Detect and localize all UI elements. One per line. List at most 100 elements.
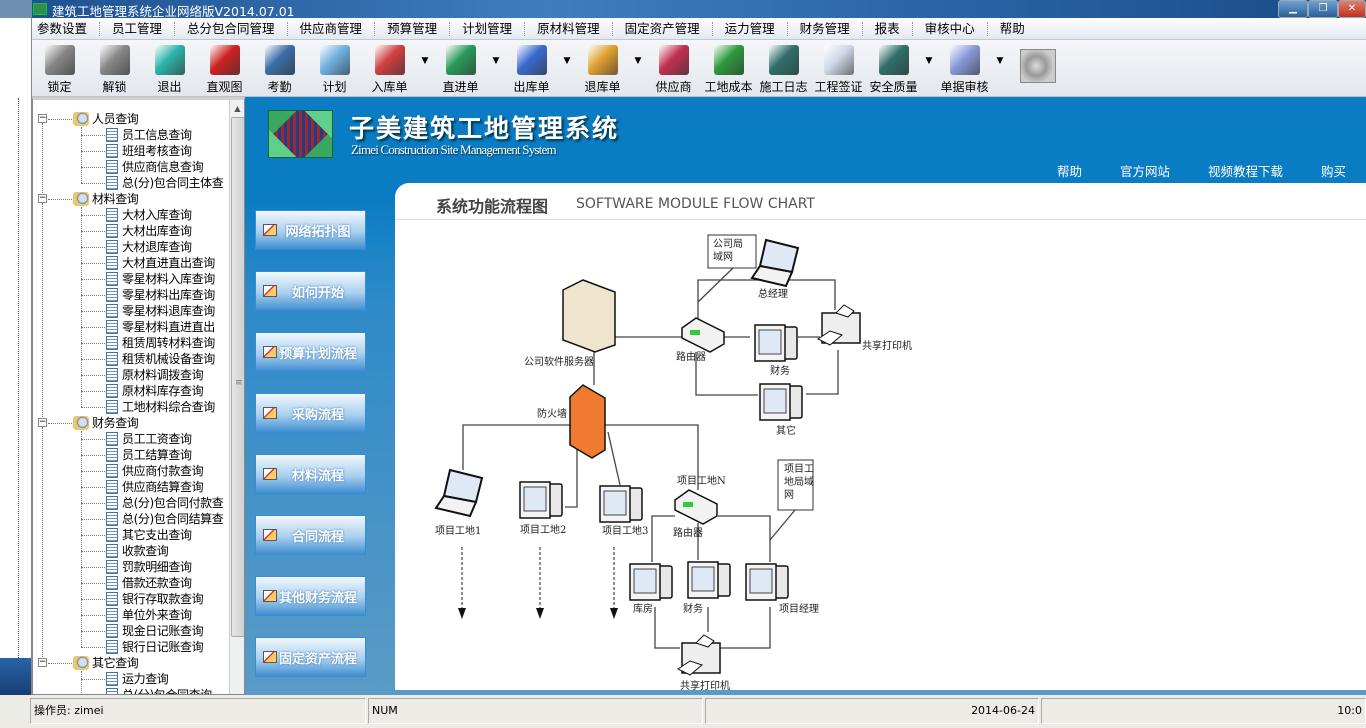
flow-button-5[interactable]: 合同流程 — [255, 515, 366, 555]
flow-button-7[interactable]: 固定资产流程 — [255, 637, 366, 677]
dropdown-arrow-icon[interactable]: ▼ — [421, 56, 429, 66]
tree-scrollbar[interactable]: ▲ ≡ — [229, 100, 244, 694]
dropdown-arrow-icon[interactable]: ▼ — [925, 56, 933, 66]
tree-item[interactable]: 单位外来查询 — [122, 608, 192, 622]
menu-item[interactable]: 审核中心 — [913, 21, 988, 36]
diagram-label: 项目经理 — [779, 602, 819, 615]
tree-item[interactable]: 收款查询 — [122, 544, 169, 558]
scroll-thumb[interactable]: ≡ — [231, 117, 244, 637]
tree-item[interactable]: 其它支出查询 — [122, 528, 192, 542]
header-link[interactable]: 官方网站 — [1119, 164, 1170, 179]
tree-item[interactable]: 大材出库查询 — [122, 224, 192, 238]
close-button[interactable]: ✕ — [1338, 0, 1366, 18]
tree-item[interactable]: 运力查询 — [122, 672, 169, 686]
tree-item[interactable]: 零星材料退库查询 — [122, 304, 215, 318]
menu-item[interactable]: 帮助 — [999, 20, 1025, 36]
scroll-up-button[interactable]: ▲ — [234, 104, 241, 113]
menu-item[interactable]: 原材料管理 — [525, 21, 613, 36]
dropdown-arrow-icon[interactable]: ▼ — [563, 56, 571, 66]
tree-item[interactable]: 总(分)包合同结算查 — [122, 512, 224, 526]
toolbar-button-14[interactable]: 安全质量 — [866, 40, 921, 97]
tree-item[interactable]: 总(分)包合同查询 — [122, 688, 212, 695]
toolbar-button-6[interactable]: 入库单 — [362, 40, 417, 97]
menu-item[interactable]: 参数设置 — [32, 21, 101, 36]
tree-line — [81, 583, 105, 584]
tree-item[interactable]: 原材料库存查询 — [122, 384, 204, 398]
tree-item[interactable]: 零星材料直进直出 — [122, 320, 215, 334]
toolbar-button-13[interactable]: 工程签证 — [811, 40, 866, 97]
tree-item[interactable]: 大材入库查询 — [122, 208, 192, 222]
toolbar-button-5[interactable]: 计划 — [307, 40, 362, 97]
flow-button-0[interactable]: 网络拓扑图 — [255, 210, 366, 250]
tree-group-2[interactable]: 财务查询 — [92, 416, 139, 430]
dropdown-arrow-icon[interactable]: ▼ — [492, 56, 500, 66]
toolbar-button-7[interactable]: 直进单 — [433, 40, 488, 97]
menu-item[interactable]: 预算管理 — [375, 21, 451, 36]
tree-group-0[interactable]: 人员查询 — [92, 112, 139, 126]
header-link[interactable]: 购买 — [1320, 164, 1346, 179]
toolbar-button-1[interactable]: 解锁 — [87, 40, 142, 97]
tree-item[interactable]: 借款还款查询 — [122, 576, 192, 590]
speaker-icon[interactable] — [1020, 49, 1056, 83]
dropdown-arrow-icon[interactable]: ▼ — [996, 56, 1004, 66]
tree-group-3[interactable]: 其它查询 — [92, 656, 139, 670]
tree-item[interactable]: 员工工资查询 — [122, 432, 192, 446]
restore-button[interactable]: ❐ — [1308, 0, 1338, 18]
tree-item[interactable]: 总(分)包合同主体查 — [122, 176, 224, 190]
flow-button-6[interactable]: 其他财务流程 — [255, 576, 366, 616]
tree-item[interactable]: 大材退库查询 — [122, 240, 192, 254]
tree-group-1[interactable]: 材料查询 — [92, 192, 139, 206]
tree-item[interactable]: 总(分)包合同付款查 — [122, 496, 224, 510]
tree-item[interactable]: 供应商付款查询 — [122, 464, 204, 478]
tree-item[interactable]: 原材料调拨查询 — [122, 368, 204, 382]
tree-item[interactable]: 罚款明细查询 — [122, 560, 192, 574]
flow-button-2[interactable]: 预算计划流程 — [255, 332, 366, 372]
header-link[interactable]: 帮助 — [1056, 164, 1082, 179]
menu-item[interactable]: 固定资产管理 — [613, 21, 713, 36]
toolbar-button-8[interactable]: 出库单 — [504, 40, 559, 97]
toolbar-button-0[interactable]: 锁定 — [32, 40, 87, 97]
tree-item[interactable]: 租赁机械设备查询 — [122, 352, 215, 366]
tree-item[interactable]: 工地材料综合查询 — [122, 400, 215, 414]
toolbar-button-12[interactable]: 施工日志 — [756, 40, 811, 97]
menu-item[interactable]: 计划管理 — [450, 21, 526, 36]
tree-item[interactable]: 租赁周转材料查询 — [122, 336, 215, 350]
tree-item[interactable]: 供应商结算查询 — [122, 480, 204, 494]
dropdown-arrow-icon[interactable]: ▼ — [634, 56, 642, 66]
menu-item[interactable]: 运力管理 — [713, 21, 788, 36]
tree-item[interactable]: 现金日记账查询 — [122, 624, 204, 638]
toolbar-button-2[interactable]: 退出 — [142, 40, 197, 97]
minimize-button[interactable]: ▁ — [1278, 0, 1308, 18]
flow-button-1[interactable]: 如何开始 — [255, 271, 366, 311]
toolbar-button-11[interactable]: 工地成本 — [701, 40, 756, 97]
toolbar-button-15[interactable]: 单据审核 — [937, 40, 992, 97]
tree-item[interactable]: 零星材料出库查询 — [122, 288, 215, 302]
tree-item[interactable]: 员工信息查询 — [122, 128, 192, 142]
status-operator: 操作员: zimei — [30, 698, 366, 724]
tree-item[interactable]: 大材直进直出查询 — [122, 256, 215, 270]
menu-item[interactable]: 供应商管理 — [288, 21, 376, 36]
tree-item[interactable]: 银行存取款查询 — [122, 592, 204, 606]
tree-item[interactable]: 员工结算查询 — [122, 448, 192, 462]
tree-item[interactable]: 零星材料入库查询 — [122, 272, 215, 286]
collapse-toggle[interactable]: − — [38, 657, 47, 667]
flow-button-4[interactable]: 材料流程 — [255, 454, 366, 494]
toolbar-button-3[interactable]: 直观图 — [197, 40, 252, 97]
menu-item[interactable]: 报表 — [863, 21, 913, 36]
collapse-toggle[interactable]: − — [38, 417, 47, 427]
header-link[interactable]: 视频教程下载 — [1207, 164, 1283, 179]
tree-item[interactable]: 银行日记账查询 — [122, 640, 204, 654]
menu-item[interactable]: 员工管理 — [100, 21, 176, 36]
tree-item[interactable]: 供应商信息查询 — [122, 160, 204, 174]
toolbar-button-10[interactable]: 供应商 — [646, 40, 701, 97]
collapse-toggle[interactable]: − — [38, 113, 47, 123]
toolbar-button-9[interactable]: 退库单 — [575, 40, 630, 97]
tree-line — [81, 631, 105, 632]
toolbar-button-4[interactable]: 考勤 — [252, 40, 307, 97]
collapse-toggle[interactable]: − — [38, 193, 47, 203]
tree-item[interactable]: 班组考核查询 — [122, 144, 192, 158]
flow-button-3[interactable]: 采购流程 — [255, 393, 366, 433]
menu-item[interactable]: 财务管理 — [788, 21, 863, 36]
menu-item[interactable]: 总分包合同管理 — [175, 21, 288, 36]
flow-button-label: 其他财务流程 — [278, 590, 357, 606]
